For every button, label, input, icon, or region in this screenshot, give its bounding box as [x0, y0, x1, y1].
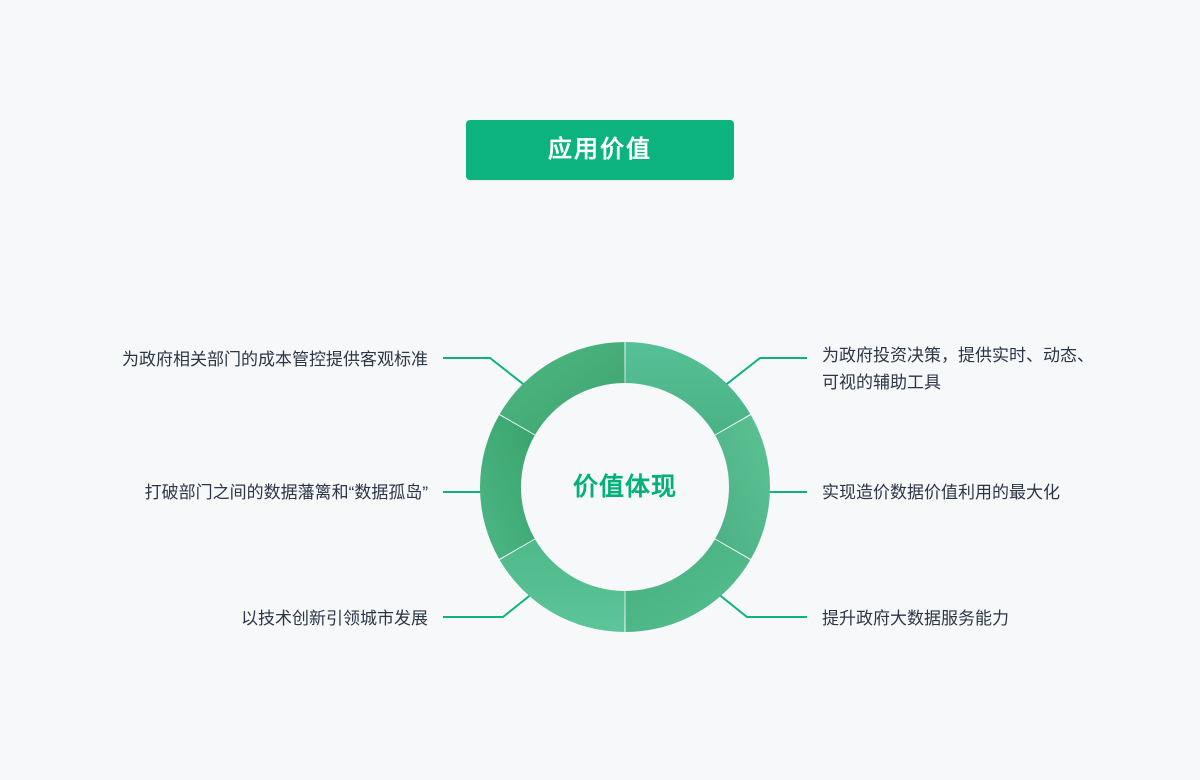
title-banner-label: 应用价值: [548, 136, 652, 163]
donut-segment-5: [480, 414, 535, 560]
donut-segment-1: [625, 342, 751, 435]
donut-segment-2: [715, 414, 770, 560]
callout-right-1: 为政府投资决策，提供实时、动态、 可视的辅助工具: [822, 346, 1094, 392]
donut-segment-4: [499, 539, 625, 632]
title-banner: 应用价值: [466, 120, 734, 180]
callout-left-2: 打破部门之间的数据藩篱和“数据孤岛”: [144, 483, 428, 502]
callout-right-3: 提升政府大数据服务能力: [822, 609, 1009, 628]
callout-right-2: 实现造价数据价值利用的最大化: [822, 483, 1060, 502]
donut-segment-6: [499, 342, 625, 435]
callout-left-1: 为政府相关部门的成本管控提供客观标准: [122, 350, 428, 369]
donut-chart: [470, 332, 780, 642]
donut-segment-3: [625, 539, 751, 632]
callout-left-3: 以技术创新引领城市发展: [241, 609, 428, 628]
